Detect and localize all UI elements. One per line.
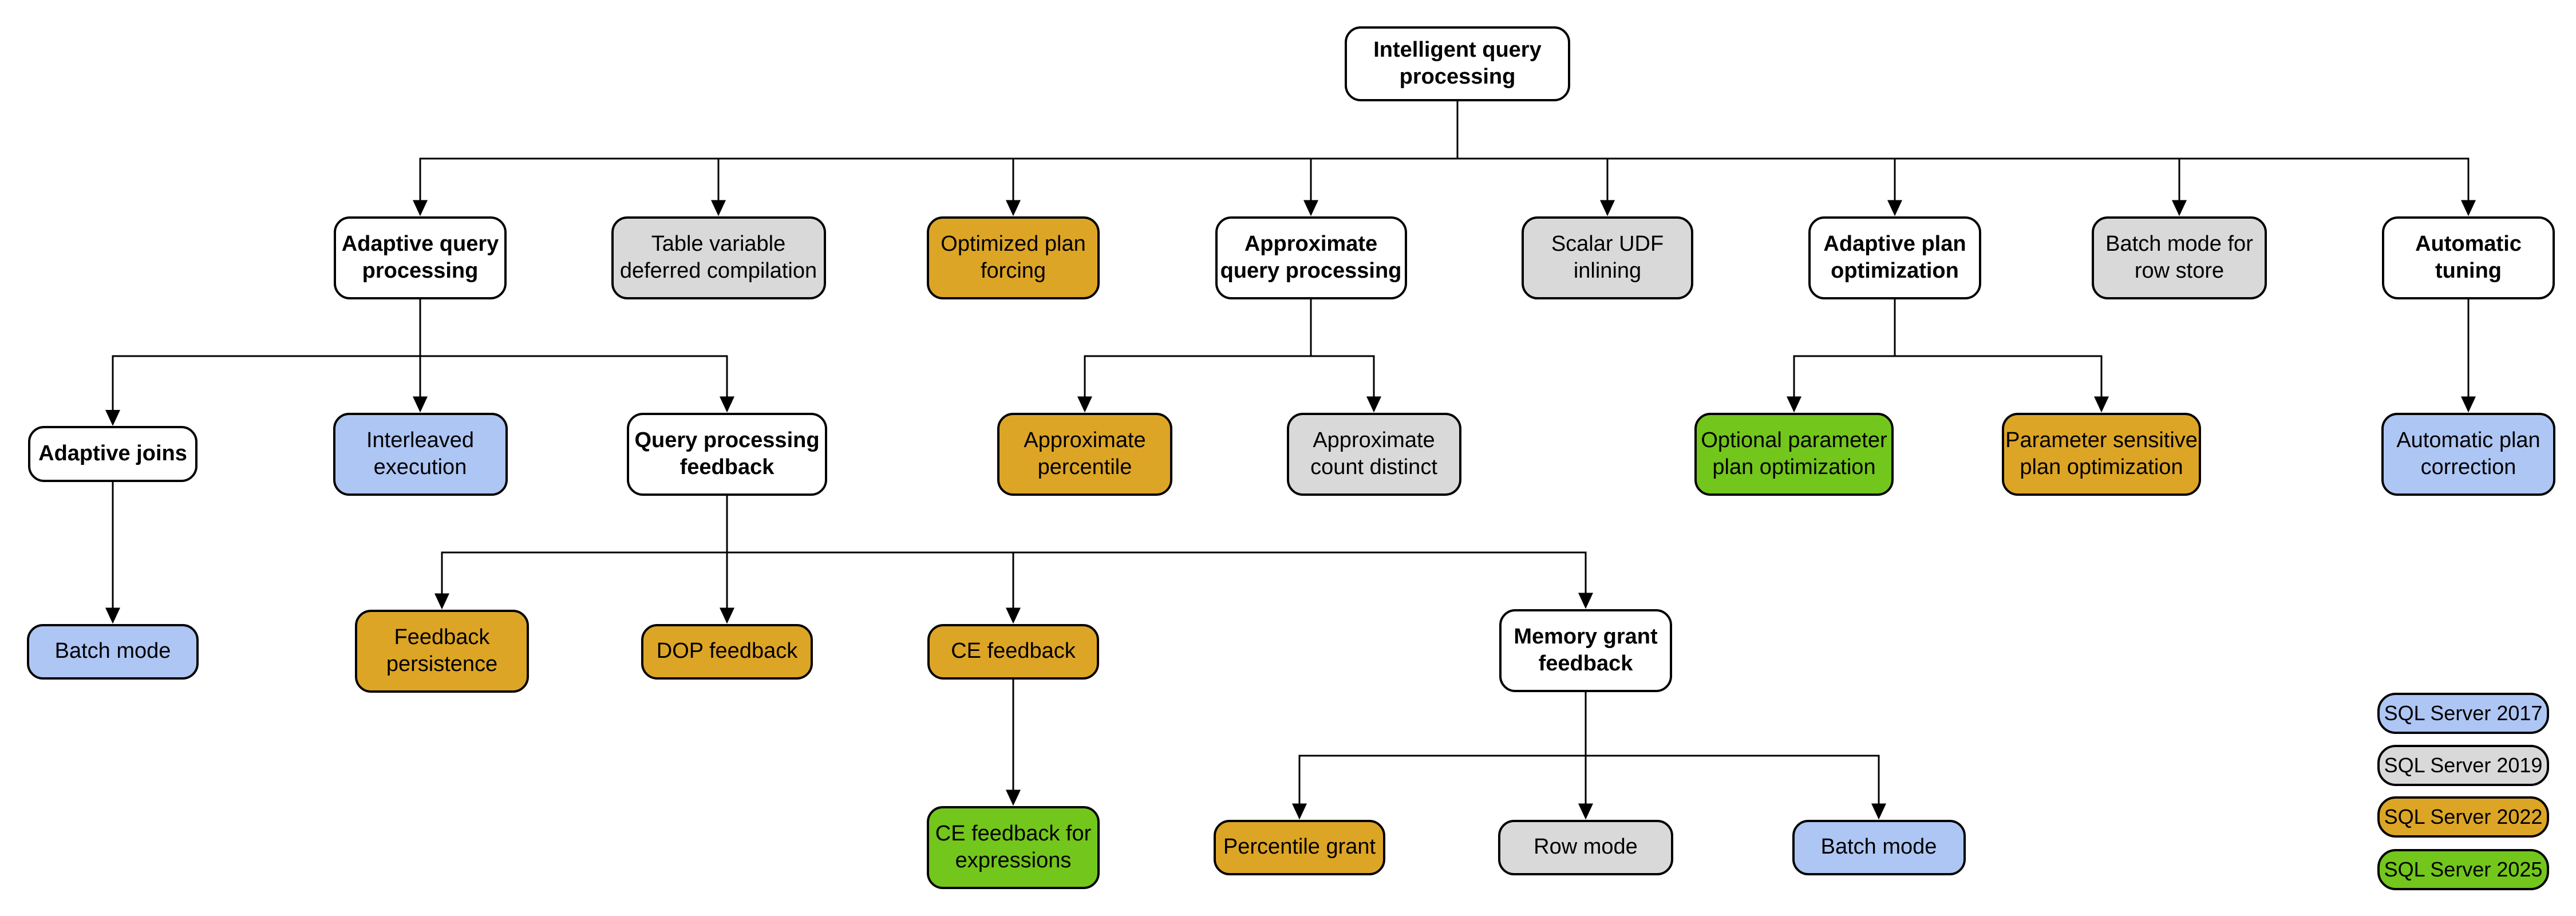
node-aqproc: Approximate query processing (1215, 216, 1407, 299)
node-bmrs: Batch mode for row store (2092, 216, 2267, 299)
node-sudf: Scalar UDF inlining (1522, 216, 1693, 299)
node-ap: Approximate percentile (997, 412, 1172, 496)
node-aj: Adaptive joins (28, 426, 197, 482)
node-pg: Percentile grant (1214, 819, 1385, 875)
node-bm2: Batch mode (1792, 819, 1966, 875)
node-at: Automatic tuning (2382, 216, 2555, 299)
node-apo: Adaptive plan optimization (1808, 216, 1981, 299)
legend-item-sql-server-2017: SQL Server 2017 (2377, 693, 2549, 734)
node-ce: CE feedback (927, 623, 1099, 680)
legend-item-sql-server-2025: SQL Server 2025 (2377, 849, 2549, 890)
node-acd: Approximate count distinct (1286, 412, 1461, 496)
node-qpf: Query processing feedback (627, 412, 827, 496)
legend-item-sql-server-2019: SQL Server 2019 (2377, 745, 2549, 786)
node-cefe: CE feedback for expressions (927, 806, 1100, 889)
node-apc: Automatic plan correction (2381, 412, 2555, 496)
node-rm: Row mode (1498, 819, 1673, 875)
node-opf: Optimized plan forcing (927, 216, 1100, 299)
node-ie: Interleaved execution (333, 412, 508, 496)
node-iqp: Intelligent query processing (1345, 26, 1570, 101)
node-dop: DOP feedback (641, 623, 813, 680)
node-fp: Feedback persistence (355, 609, 529, 693)
node-mgf: Memory grant feedback (1499, 609, 1672, 692)
node-aqp: Adaptive query processing (334, 216, 507, 299)
node-bm1: Batch mode (27, 623, 199, 680)
node-tvdc: Table variable deferred compilation (611, 216, 826, 299)
node-oppo: Optional parameter plan optimization (1694, 412, 1894, 496)
node-pspo: Parameter sensitive plan optimization (2002, 412, 2201, 496)
legend-item-sql-server-2022: SQL Server 2022 (2377, 796, 2549, 838)
